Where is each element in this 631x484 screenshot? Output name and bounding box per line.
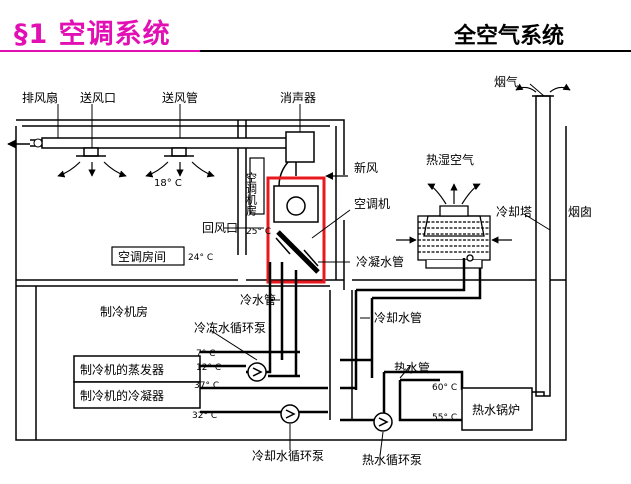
title-rule (0, 50, 631, 52)
label-cooling-water-pipe: 冷却水管 (374, 310, 422, 325)
temp-return: 25° C (246, 227, 271, 237)
ac-room-label-box (249, 157, 265, 215)
label-refrigeration-room: 制冷机房 (100, 304, 148, 319)
label-smoke: 烟气 (494, 74, 518, 89)
pumps (247, 362, 393, 432)
chiller-boxes (73, 355, 201, 409)
supply-diffusers (76, 147, 194, 157)
cooling-water-pipes (200, 258, 482, 414)
temp-12: 12° C (196, 363, 221, 373)
temp-55: 55° C (432, 413, 457, 423)
label-chimney: 烟囱 (568, 205, 592, 219)
smoke-flow (515, 83, 571, 93)
hot-pump-icon (373, 412, 393, 432)
leader-lines (57, 83, 551, 457)
temp-7: 7° C (196, 349, 215, 359)
cooling-tower (417, 205, 491, 269)
label-ac-room-box: 空调机房 (245, 171, 258, 217)
temp-room: 24° C (188, 253, 213, 263)
label-evaporator: 制冷机的蒸发器 (80, 362, 164, 377)
label-chilled-pump: 冷冻水循环泵 (194, 320, 266, 335)
boiler (461, 387, 545, 431)
supply-airflow-arrows (57, 161, 215, 178)
label-ac-unit: 空调机 (354, 197, 390, 211)
label-ac-room: 空调房间 (118, 249, 166, 264)
label-return-vent: 回风口 (202, 221, 238, 235)
label-cooling-tower: 冷却塔 (496, 205, 532, 219)
temp-32: 32° C (192, 411, 217, 421)
cooling-pump-icon (280, 404, 300, 424)
label-condensate-pipe: 冷凝水管 (356, 254, 404, 269)
label-fresh-air: 新风 (354, 160, 378, 175)
label-chilled-water-pipe: 冷水管 (240, 292, 276, 307)
building-walls (15, 119, 567, 441)
label-supply-outlet: 送风口 (80, 90, 116, 105)
label-hot-pump: 热水循环泵 (362, 453, 422, 467)
label-hot-water-pipe: 热水管 (394, 360, 430, 375)
page-subtitle: 全空气系统 (454, 24, 565, 49)
label-condenser: 制冷机的冷凝器 (80, 388, 164, 403)
label-boiler: 热水锅炉 (472, 402, 520, 417)
exhaust-fan-symbol (33, 138, 43, 148)
muffler-unit (278, 131, 315, 197)
label-muffler: 消声器 (280, 91, 316, 105)
temp-supply: 18° C (154, 178, 182, 189)
tower-airflow (396, 183, 512, 244)
supply-duct (30, 137, 289, 149)
label-cooling-pump: 冷却水循环泵 (252, 449, 324, 463)
label-hot-humid-air: 热湿空气 (426, 152, 474, 167)
label-supply-duct: 送风管 (162, 90, 198, 105)
label-exhaust-fan: 排风扇 (22, 90, 58, 105)
ac-room-label-frame (111, 246, 185, 266)
ac-unit (273, 185, 320, 274)
page-title: §1 空调系统 (14, 19, 171, 50)
temp-37: 37° C (194, 381, 219, 391)
temp-60: 60° C (432, 383, 457, 393)
chimney (532, 95, 554, 397)
chilled-pump-icon (247, 362, 267, 382)
